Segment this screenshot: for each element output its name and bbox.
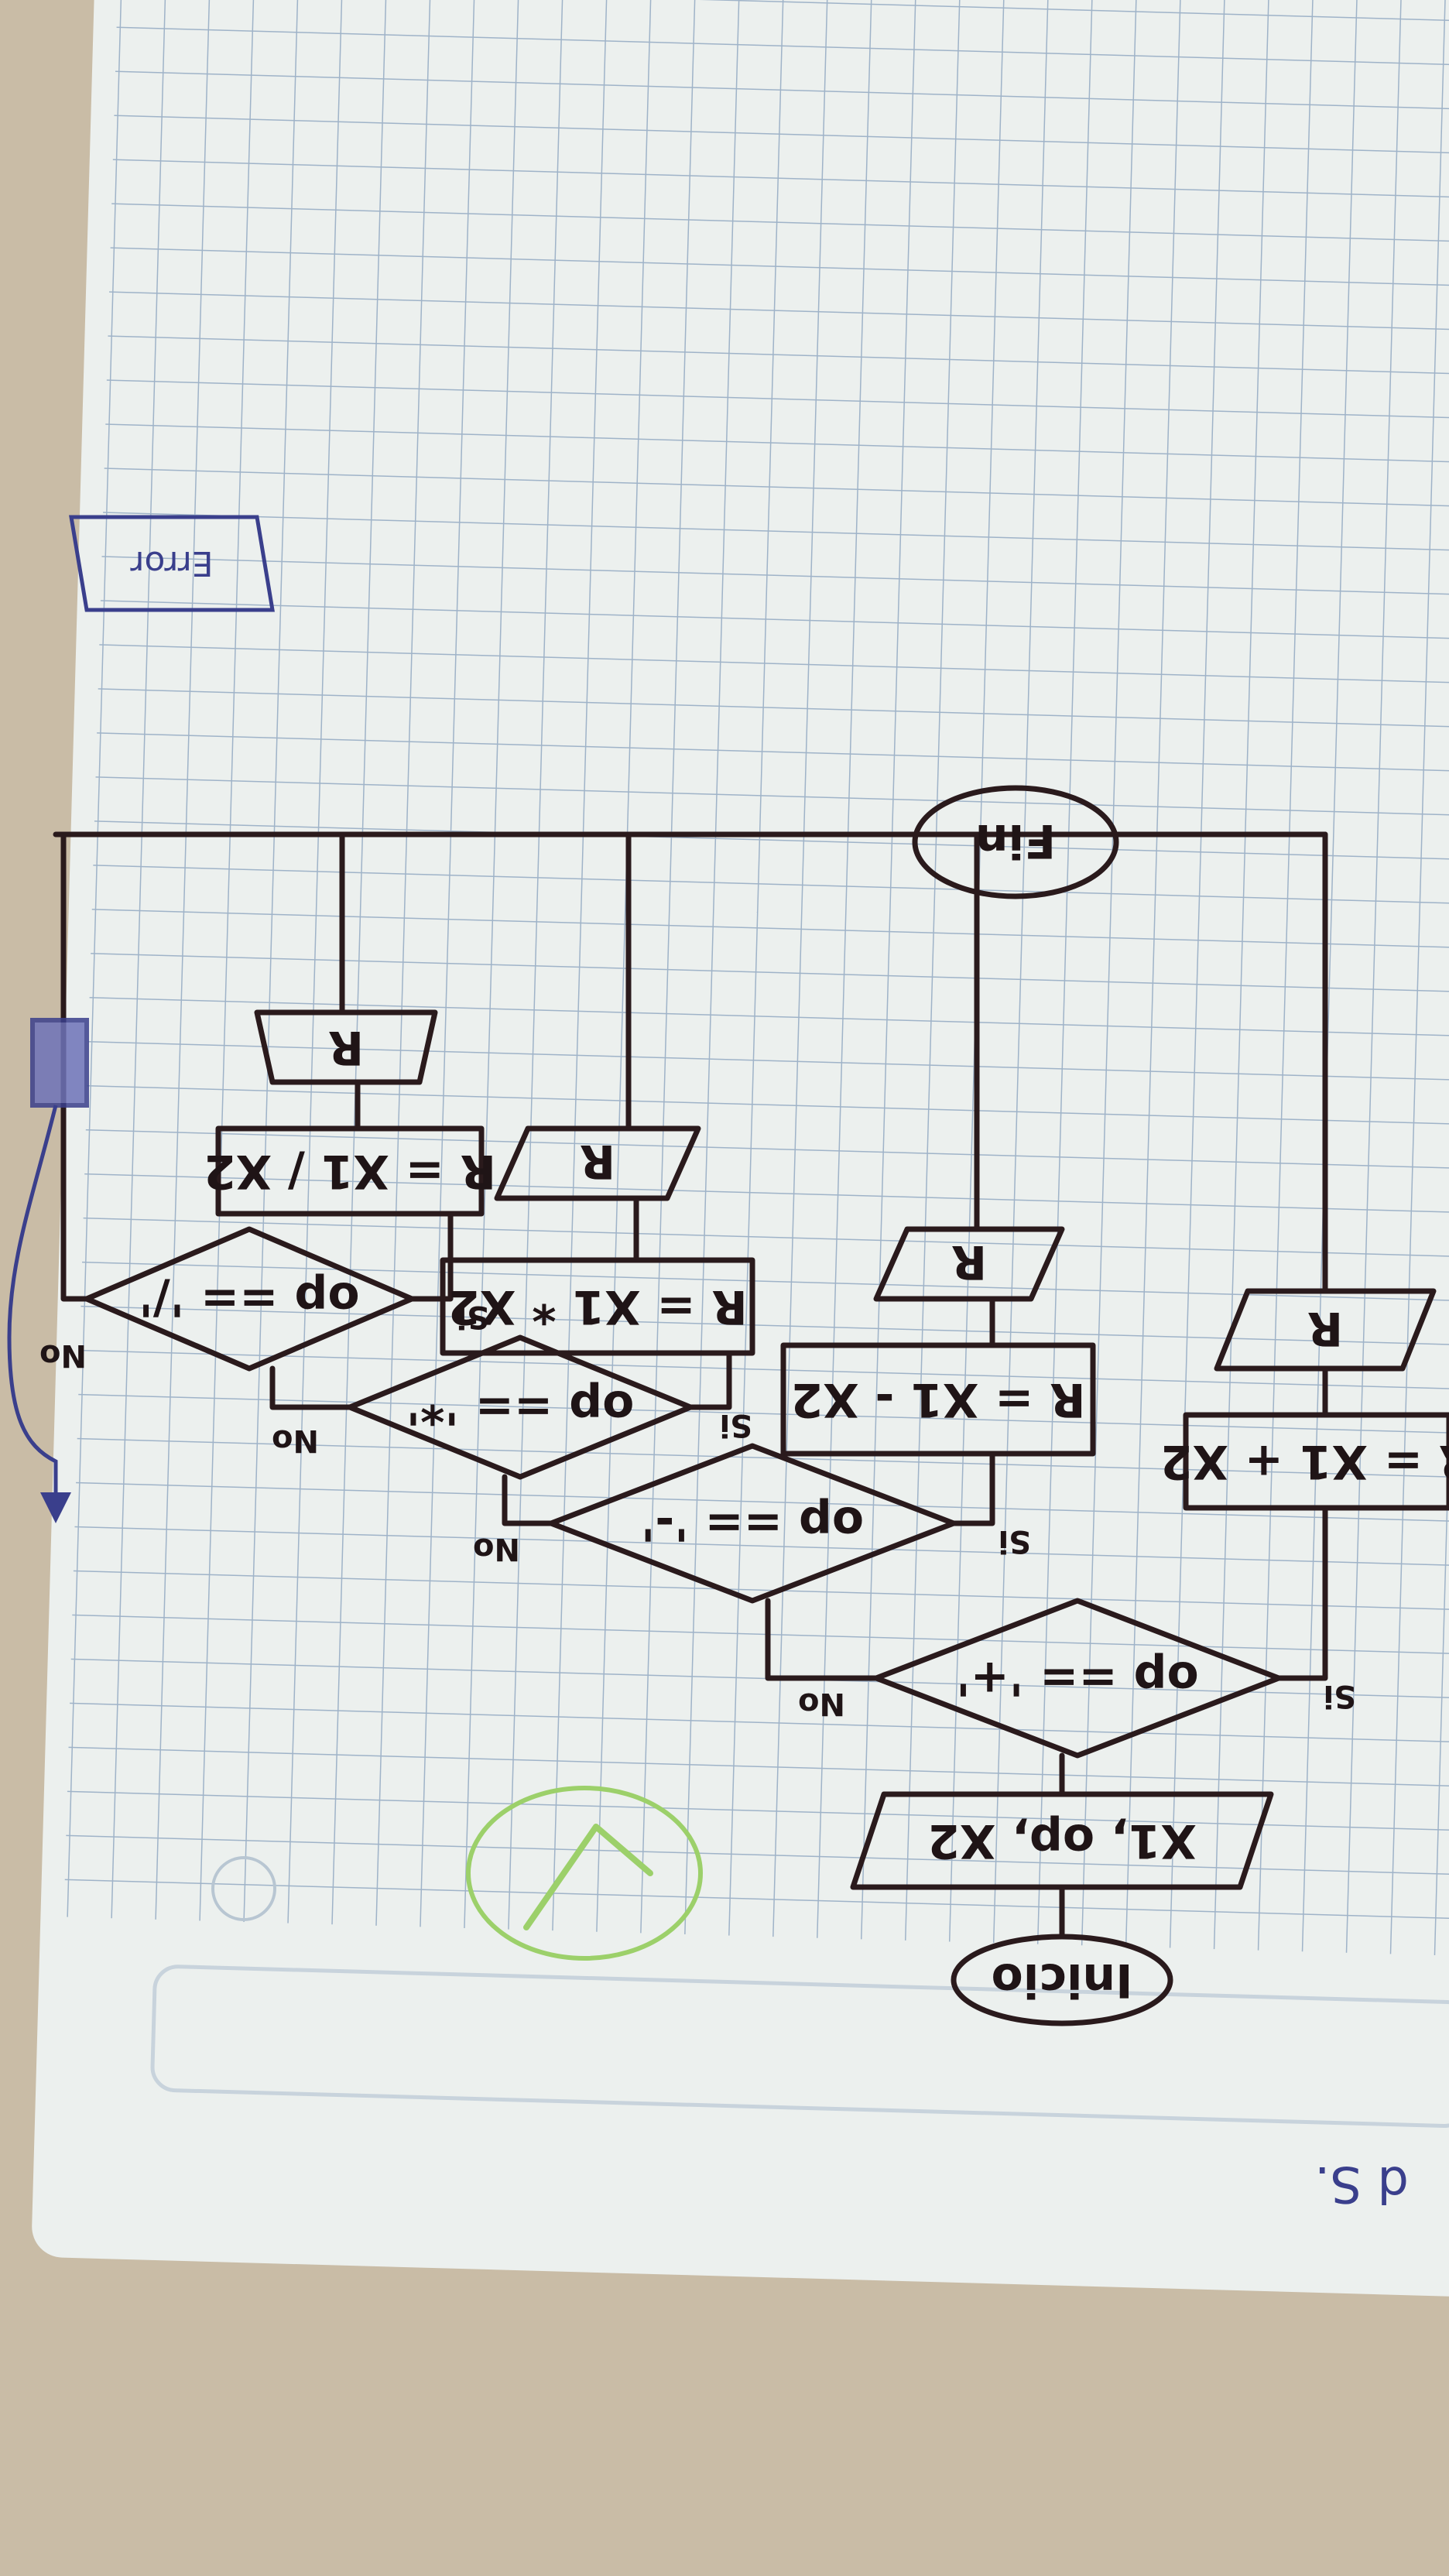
notebook-page — [32, 0, 1449, 2297]
page-stamp: d S. — [1314, 2155, 1409, 2212]
end-terminal — [912, 785, 1119, 899]
decision-3-no-label: No — [272, 1423, 319, 1458]
error-junction-box — [30, 1018, 89, 1108]
decision-4-diamond — [84, 1226, 415, 1372]
output-1-box — [1214, 1288, 1437, 1372]
output-2-label: R — [951, 1235, 987, 1289]
flowchart: Inicio X1, op, X2 op == '+' Si No op == … — [7, 515, 1449, 2026]
end-label: Fin — [975, 814, 1056, 868]
decision-1-no-label: No — [798, 1686, 845, 1721]
decision-1-yes-label: Si — [1323, 1678, 1356, 1714]
output-2-box — [873, 1226, 1065, 1302]
decision-4-yes-label: Si — [456, 1299, 489, 1334]
decision-3-label: op == '*' — [406, 1380, 635, 1434]
process-2-box — [780, 1342, 1096, 1457]
error-output-box — [69, 515, 275, 612]
process-3-box — [440, 1257, 755, 1356]
process-1-box — [1183, 1412, 1449, 1511]
error-arrowhead — [40, 1492, 71, 1523]
decision-4-label: op == '/' — [139, 1272, 359, 1326]
error-output-label: Error — [129, 543, 213, 583]
process-2-label: R = X1 - X2 — [791, 1372, 1086, 1427]
green-check-mark — [466, 1786, 703, 1961]
output-3-label: R — [580, 1134, 615, 1188]
decision-2-label: op == '-' — [641, 1496, 864, 1550]
output-4-label: R — [328, 1020, 364, 1074]
output-3-box — [494, 1125, 701, 1201]
decision-3-diamond — [347, 1334, 694, 1480]
decision-2-no-label: No — [473, 1531, 520, 1567]
decision-1-diamond — [873, 1598, 1282, 1759]
decision-4-no-label: No — [39, 1338, 87, 1373]
process-4-label: R = X1 / X2 — [204, 1144, 496, 1198]
output-4-box — [254, 1009, 438, 1085]
output-1-label: R — [1307, 1301, 1343, 1355]
decision-2-diamond — [548, 1443, 957, 1604]
start-label: Inicio — [992, 1953, 1133, 2007]
error-arrow — [7, 1105, 58, 1508]
process-3-label: R = X1 * X2 — [447, 1279, 747, 1334]
input-box — [850, 1791, 1274, 1890]
process-1-label: R = X1 + X2 — [1160, 1434, 1449, 1488]
process-4-box — [215, 1125, 485, 1217]
decision-1-label: op == '+' — [956, 1651, 1199, 1705]
decision-3-yes-label: Si — [719, 1407, 752, 1443]
input-label: X1, op, X2 — [927, 1814, 1197, 1868]
decision-2-yes-label: Si — [998, 1523, 1031, 1559]
page-number-circle — [211, 1856, 276, 1921]
